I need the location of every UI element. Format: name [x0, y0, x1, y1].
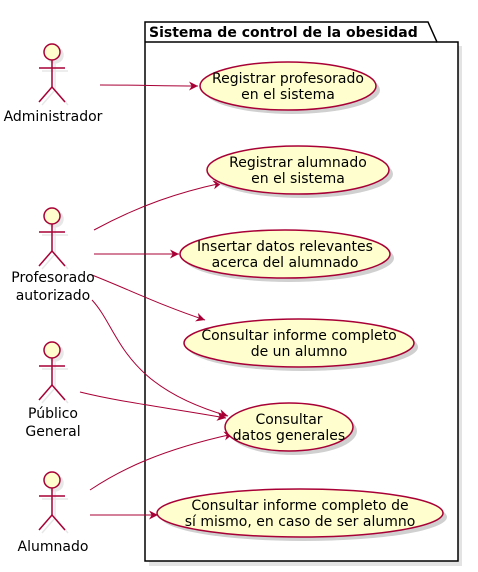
association-alum-uc5 [89, 431, 234, 491]
use-case-ellipse [156, 488, 444, 538]
association-prof-uc4 [91, 274, 206, 322]
associations [79, 81, 234, 520]
actor-label: Profesorado [11, 270, 94, 286]
use-case-ellipse [179, 229, 391, 279]
use-case-ellipse [224, 402, 354, 452]
use-case-label: Registrar alumnado [229, 155, 367, 171]
use-case-ellipse [206, 145, 390, 195]
use-case-label: Consultar informe completo [201, 328, 396, 344]
association-admin-uc1 [99, 81, 199, 91]
actor-admin: Administrador [4, 43, 103, 125]
package-title: Sistema de control de la obesidad [149, 25, 418, 41]
actor-label: autorizado [16, 288, 91, 304]
association-prof-uc5 [91, 299, 229, 418]
use-case-label: Registrar profesorado [212, 71, 364, 87]
use-case-label: Consultar informe completo de [191, 498, 408, 514]
actor-prof: Profesorado autorizado [11, 207, 95, 304]
actor-figure-icon [38, 43, 66, 103]
use-case-label: de un alumno [251, 344, 348, 360]
actor-figure-icon [38, 207, 66, 267]
use-case-label: en el sistema [241, 87, 335, 103]
use-case-label: Insertar datos relevantes [197, 239, 373, 255]
actor-label: Administrador [4, 109, 103, 125]
use-case-label: sí mismo, en caso de ser alumno [185, 514, 416, 530]
use-case-label: Consultar [255, 412, 322, 428]
use-case-label: datos generales [233, 428, 345, 444]
actor-figure-icon [38, 471, 66, 531]
use-case-ellipse [183, 318, 415, 368]
actor-label: Alumnado [18, 539, 89, 555]
actor-alum: Alumnado [18, 471, 89, 555]
use-case-label: acerca del alumnado [212, 255, 359, 271]
association-pub-uc5 [79, 391, 227, 421]
actor-label: General [25, 424, 80, 440]
use-case-ellipse [199, 61, 377, 111]
actor-label: Público [28, 406, 78, 422]
association-prof-uc2 [93, 180, 223, 231]
use-case-label: en el sistema [251, 171, 345, 187]
actor-figure-icon [38, 341, 66, 401]
